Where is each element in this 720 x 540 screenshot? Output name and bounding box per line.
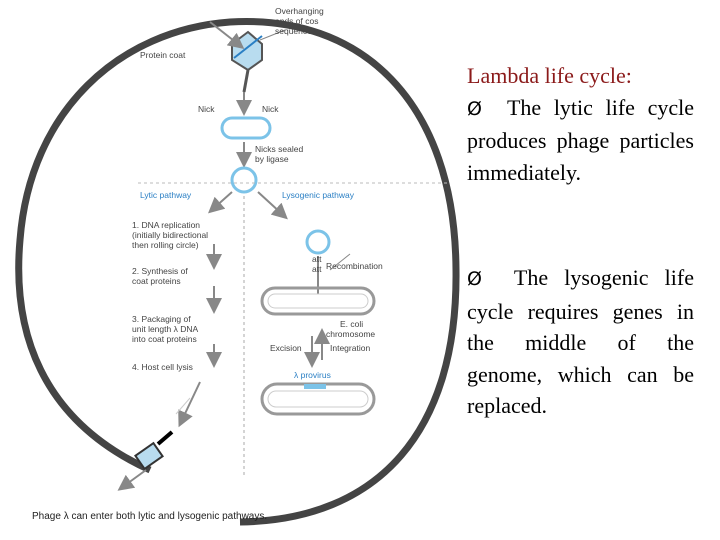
lambda-life-cycle-diagram: Overhanging ends of cos sequences Protei…	[15, 6, 460, 526]
label-protein-coat: Protein coat	[140, 50, 186, 60]
label-step1: 1. DNA replication (initially bidirectio…	[132, 220, 208, 250]
label-provirus: λ provirus	[294, 370, 331, 380]
label-step4: 4. Host cell lysis	[132, 362, 193, 372]
svg-text:chromosome: chromosome	[326, 329, 375, 339]
svg-text:then rolling circle): then rolling circle)	[132, 240, 199, 250]
sealed-dna-circle	[230, 166, 258, 194]
released-phage-icon	[117, 430, 174, 491]
svg-text:1. DNA replication: 1. DNA replication	[132, 220, 200, 230]
label-nicks-sealed: Nicks sealed by ligase	[255, 144, 303, 164]
label-lysogenic-pathway: Lysogenic pathway	[282, 190, 355, 200]
svg-text:coat proteins: coat proteins	[132, 276, 181, 286]
label-nick-left: Nick	[198, 104, 215, 114]
ecoli-chromosome	[260, 286, 376, 316]
host-cell-outline	[15, 17, 460, 526]
label-ecoli-chromosome: E. coli chromosome	[326, 319, 375, 339]
bullet-lysogenic: The lysogenic life cycle requires genes …	[467, 265, 694, 418]
bullet-lytic: The lytic life cycle produces phage part…	[467, 94, 694, 185]
svg-text:ends of cos: ends of cos	[275, 16, 318, 26]
label-lytic-pathway: Lytic pathway	[140, 190, 192, 200]
phage-dna-circle	[305, 229, 331, 255]
svg-text:Nicks sealed: Nicks sealed	[255, 144, 303, 154]
label-nick-right: Nick	[262, 104, 279, 114]
bullet-arrow-icon: Ø	[467, 97, 482, 120]
label-excision: Excision	[270, 343, 302, 353]
svg-text:by ligase: by ligase	[255, 154, 289, 164]
phage-head-icon	[231, 30, 263, 93]
svg-text:sequences: sequences	[275, 26, 316, 36]
bullet-arrow-icon: Ø	[467, 268, 482, 290]
svg-text:Overhanging: Overhanging	[275, 6, 324, 16]
nicked-dna-circle	[220, 116, 272, 140]
lysogenic-text-block: Ø The lysogenic life cycle requires gene…	[467, 262, 694, 422]
label-overhanging: Overhanging ends of cos sequences	[275, 6, 324, 36]
label-recombination: Recombination	[326, 261, 383, 271]
svg-text:E. coli: E. coli	[340, 319, 363, 329]
label-step2: 2. Synthesis of coat proteins	[132, 266, 188, 286]
svg-text:unit length λ DNA: unit length λ DNA	[132, 324, 198, 334]
label-integration: Integration	[330, 343, 370, 353]
label-att-bottom: att	[312, 264, 322, 274]
label-att-top: att	[312, 254, 322, 264]
slide-title: Lambda life cycle:	[467, 63, 632, 88]
svg-text:(initially bidirectional: (initially bidirectional	[132, 230, 208, 240]
svg-text:3. Packaging of: 3. Packaging of	[132, 314, 191, 324]
lytic-text-block: Lambda life cycle: Ø The lytic life cycl…	[467, 60, 694, 188]
diagram-caption: Phage λ can enter both lytic and lysogen…	[32, 511, 267, 522]
label-step3: 3. Packaging of unit length λ DNA into c…	[132, 314, 198, 344]
svg-text:into coat proteins: into coat proteins	[132, 334, 197, 344]
svg-text:2. Synthesis of: 2. Synthesis of	[132, 266, 188, 276]
